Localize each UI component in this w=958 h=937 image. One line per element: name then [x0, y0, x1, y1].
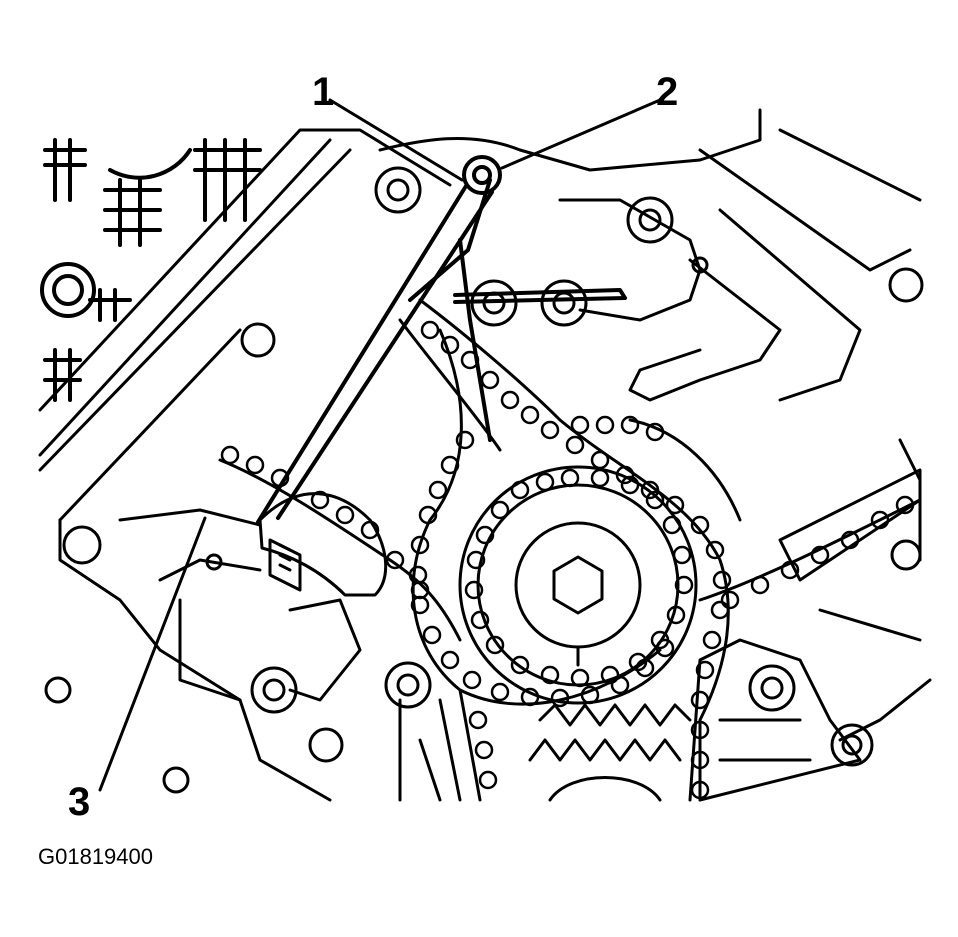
figure-id: G01819400 — [38, 844, 153, 869]
leader-lines — [98, 98, 662, 792]
leader-line-2 — [500, 98, 662, 170]
bolt-heads — [44, 166, 924, 794]
callout-1: 1 — [312, 70, 335, 114]
engine-housing — [38, 108, 932, 802]
chain-links — [220, 320, 915, 800]
callout-3: 3 — [68, 780, 91, 824]
leader-line-1 — [328, 98, 464, 182]
retaining-tool — [256, 155, 627, 524]
callout-2: 2 — [656, 70, 679, 114]
leader-line-3 — [98, 516, 207, 792]
lower-gear — [528, 703, 692, 802]
chain-guide — [418, 468, 922, 802]
mesh-pattern — [40, 138, 262, 402]
